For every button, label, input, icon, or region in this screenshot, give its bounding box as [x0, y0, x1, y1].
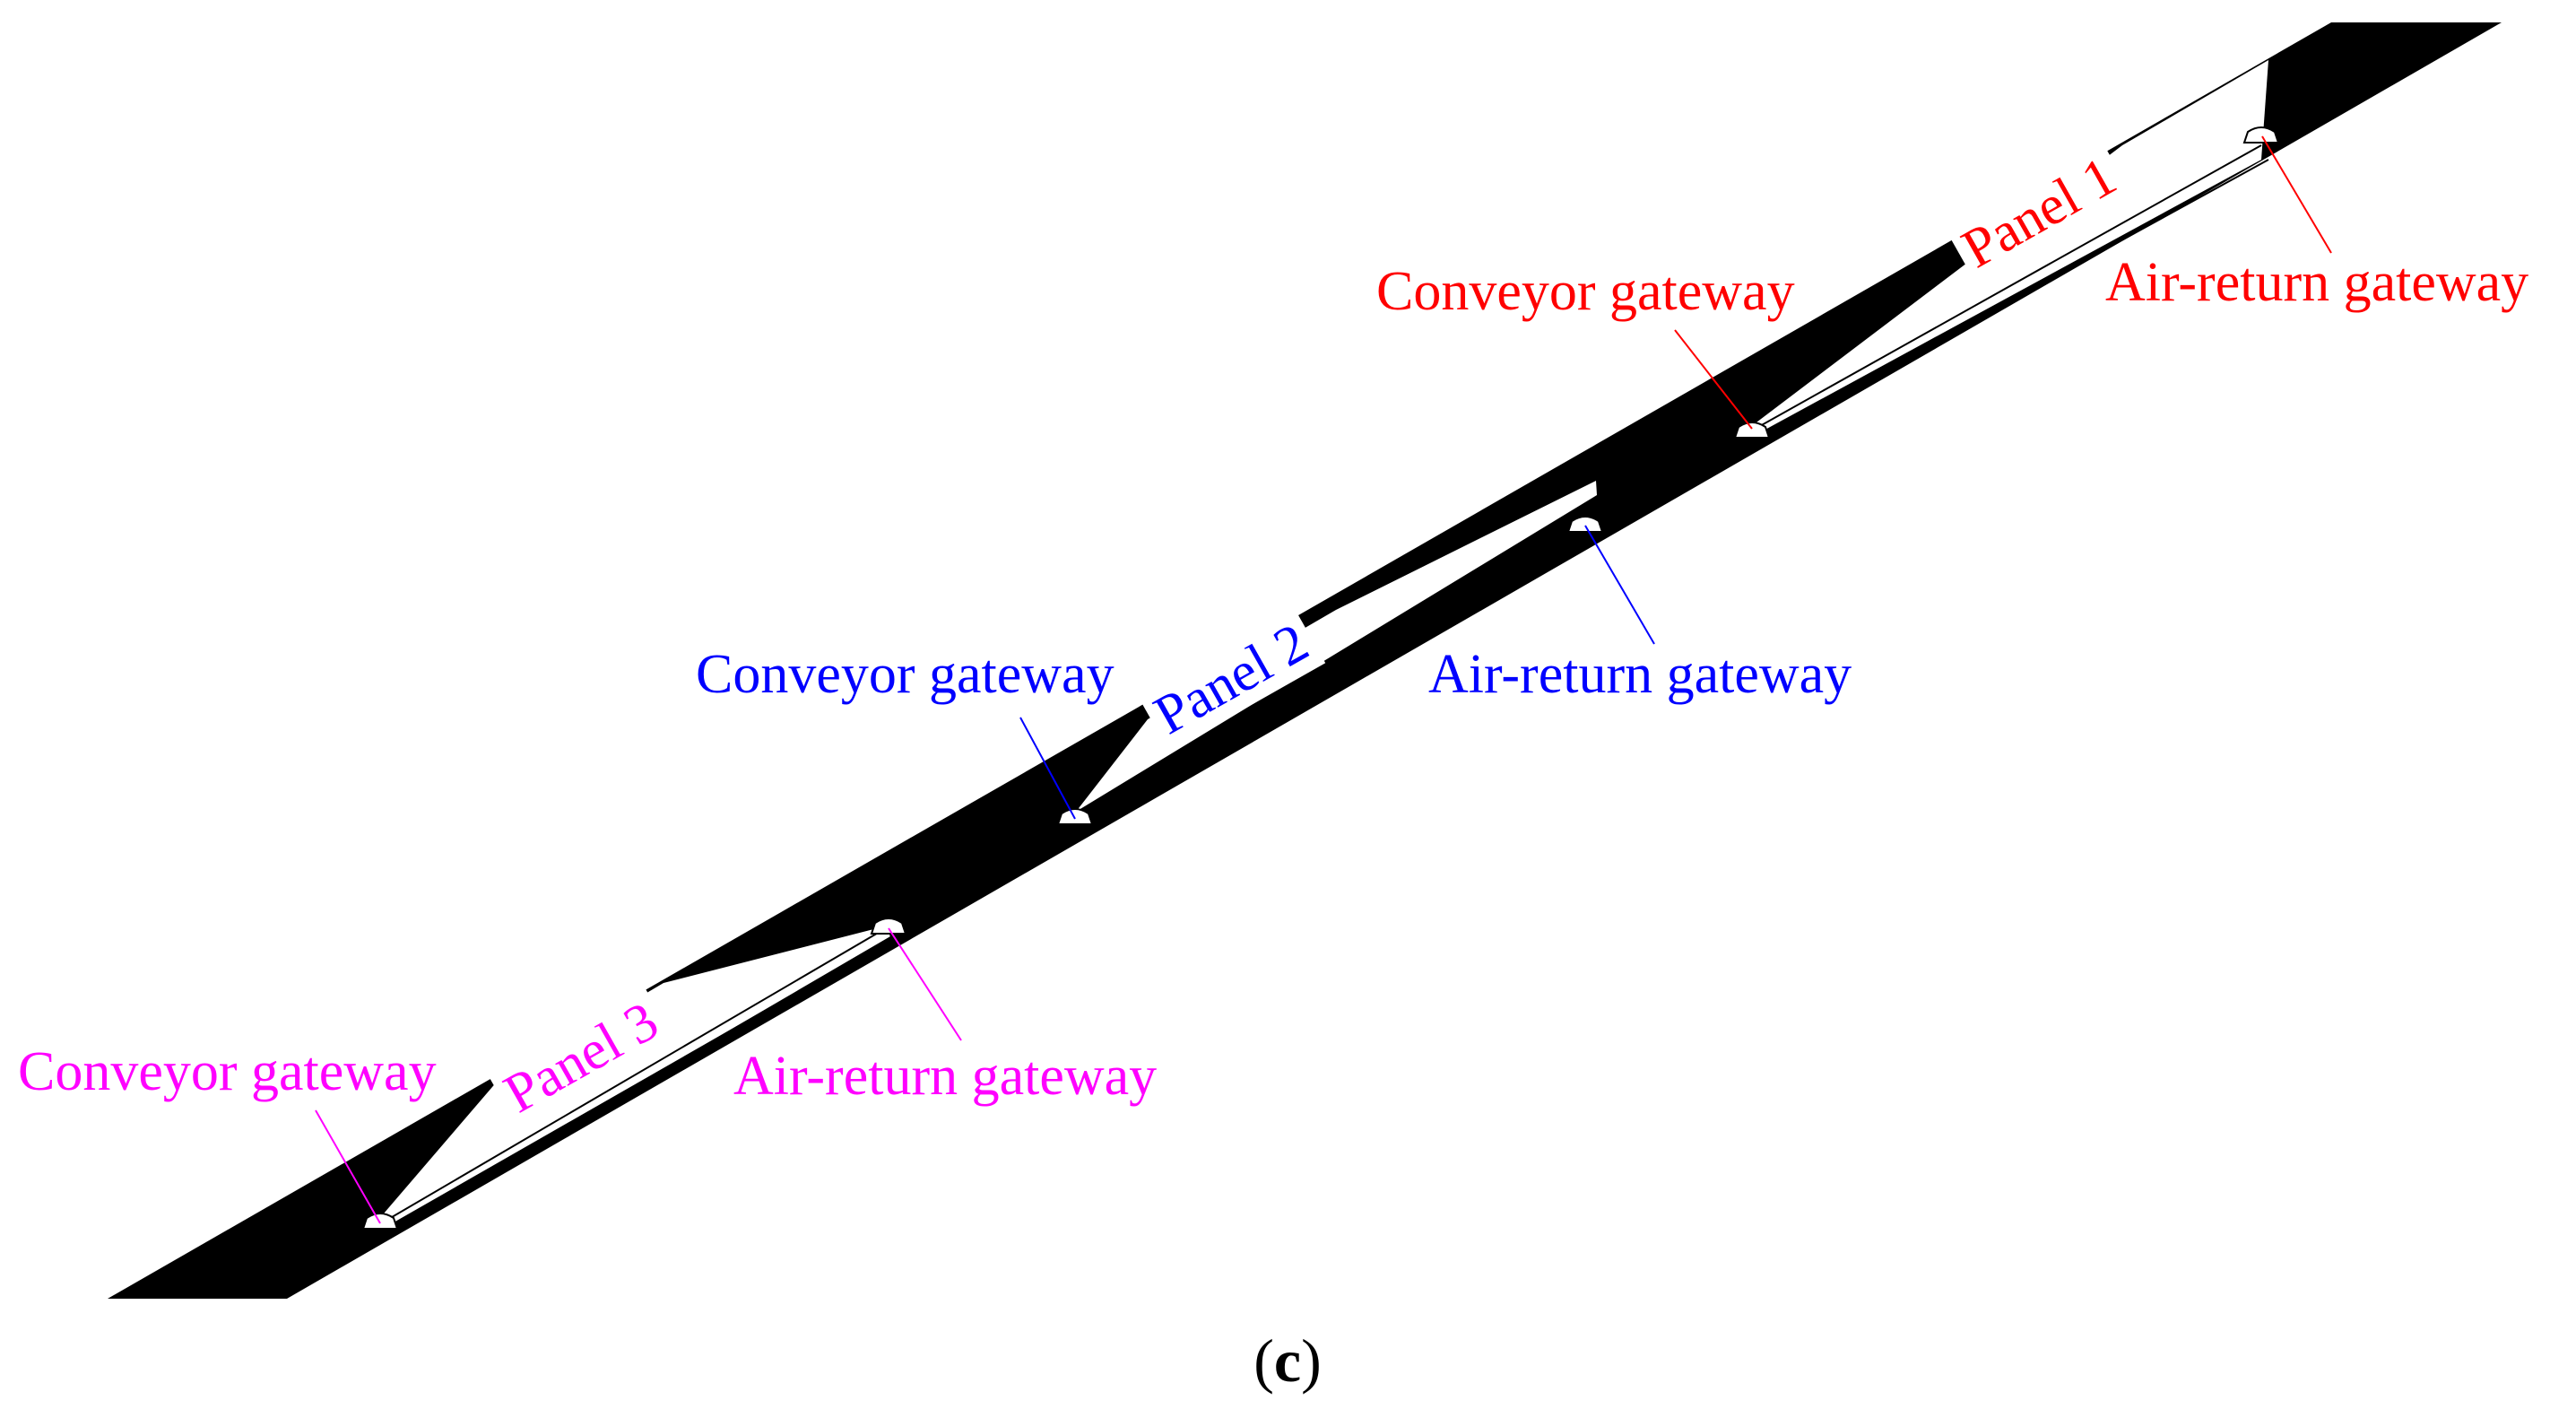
panel-1-air-return-gateway-label: Air-return gateway: [2105, 252, 2528, 313]
panel-3-air-return-gateway-section: [870, 918, 907, 935]
panel-outlines: [386, 144, 2269, 1230]
panel-2-conveyor-gateway-label: Conveyor gateway: [696, 644, 1115, 705]
panel-3-air-return-gateway-label: Air-return gateway: [733, 1046, 1157, 1107]
panel-3-conveyor-leader: [315, 1109, 381, 1224]
gateway-sections: [361, 126, 2280, 1230]
caption-open-paren: (: [1253, 1326, 1274, 1395]
figure-caption: (c): [1253, 1326, 1322, 1395]
panel-2-air-return-leader: [1584, 525, 1655, 645]
panel-2-conveyor-leader: [1019, 717, 1076, 820]
caption-letter: c: [1274, 1326, 1301, 1395]
panel-2-conveyor-gateway-section: [1056, 808, 1094, 825]
panel-3-conveyor-gateway-label: Conveyor gateway: [18, 1041, 437, 1102]
panel-1-conveyor-gateway-section: [1733, 422, 1771, 439]
panel-label-backing: [487, 985, 676, 1130]
panel-1-conveyor-leader: [1674, 329, 1753, 430]
panel-3-conveyor-gateway-section: [361, 1213, 399, 1230]
panel-1-air-return-gateway-section: [2242, 126, 2280, 144]
panel-label-backing: [1945, 140, 2134, 285]
panel-label-backing: [1137, 606, 1326, 752]
caption-close-paren: ): [1301, 1326, 1322, 1395]
panel-1-air-return-leader: [2261, 135, 2332, 254]
panel-1-conveyor-gateway-label: Conveyor gateway: [1376, 261, 1795, 322]
panel-2-air-return-gateway-section: [1566, 516, 1604, 533]
panel-3-air-return-leader: [888, 927, 962, 1041]
panel-2-air-return-gateway-label: Air-return gateway: [1428, 644, 1852, 705]
